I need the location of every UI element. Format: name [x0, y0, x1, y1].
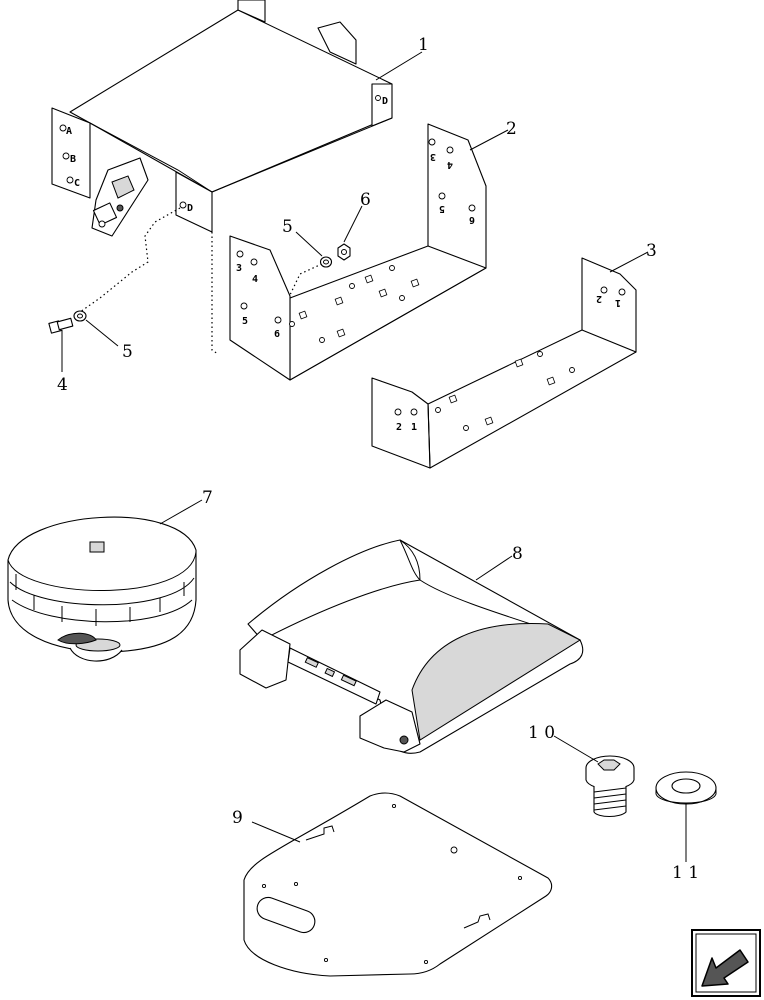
stamp-2l-4: 4	[252, 274, 258, 285]
part-2-u-bracket: 3 4 5 6 3 4 5 6	[229, 123, 487, 381]
hole-c	[66, 176, 74, 184]
stamp-2r-4: 4	[447, 159, 453, 170]
stamp-3l-1: 1	[411, 422, 417, 433]
part-7-antenna-dome	[7, 516, 197, 662]
callout-1: 1	[418, 35, 429, 55]
hole-d-front	[179, 201, 187, 209]
part-1-mounting-bracket: A B C D D	[51, 0, 393, 237]
stamp-2l-6: 6	[274, 329, 280, 340]
part-4-bolt	[48, 317, 74, 334]
latch-clip	[91, 157, 149, 237]
stamp-2r-6: 6	[469, 214, 475, 225]
stamp-2r-5: 5	[439, 203, 445, 214]
stamp-a: A	[66, 126, 72, 137]
leader-lines	[61, 51, 687, 862]
stamp-2l-5: 5	[242, 316, 248, 327]
callout-2: 2	[506, 119, 517, 139]
part-10-screw	[585, 755, 635, 818]
callout-4: 4	[57, 375, 68, 395]
stamp-2l-3: 3	[236, 263, 242, 274]
part-8-receiver-housing	[239, 539, 584, 754]
arrow-back-icon	[701, 949, 749, 987]
stamp-3r-1: 1	[615, 297, 621, 308]
alignment-line-3	[277, 261, 327, 321]
callout-5-lower: 5	[122, 342, 133, 362]
hole-a	[59, 124, 67, 132]
hole-d-rear	[375, 95, 381, 101]
part-9-base-plate	[243, 792, 553, 977]
stamp-d-rear: D	[382, 96, 388, 107]
callout-9: 9	[232, 808, 243, 828]
stamp-c: C	[74, 178, 80, 189]
callout-5-upper: 5	[282, 217, 293, 237]
stamp-3r-2: 2	[596, 293, 602, 304]
part-6-nut	[337, 243, 351, 261]
hole-b	[62, 152, 70, 160]
alignment-line-2	[211, 232, 219, 355]
part-11-washer	[655, 771, 717, 805]
callout-11: 1 1	[672, 863, 699, 883]
stamp-2r-3: 3	[430, 151, 436, 162]
part-3-u-bracket: 2 1 2 1	[371, 257, 637, 469]
callout-7: 7	[202, 488, 213, 508]
stamp-b: B	[70, 154, 76, 165]
alignment-line-1	[79, 207, 181, 313]
nav-back-button[interactable]	[691, 929, 761, 997]
part-5-washer-left	[73, 310, 87, 322]
callout-6: 6	[360, 190, 371, 210]
part-5-washer-upper	[319, 256, 333, 268]
callouts: 1 2 3 4 5 5 6 7 8 9 1 0 1 1	[57, 35, 699, 883]
callout-8: 8	[512, 544, 523, 564]
callout-3: 3	[646, 241, 657, 261]
stamp-3l-2: 2	[396, 422, 402, 433]
callout-10: 1 0	[528, 723, 555, 743]
stamp-d-front: D	[187, 203, 193, 214]
